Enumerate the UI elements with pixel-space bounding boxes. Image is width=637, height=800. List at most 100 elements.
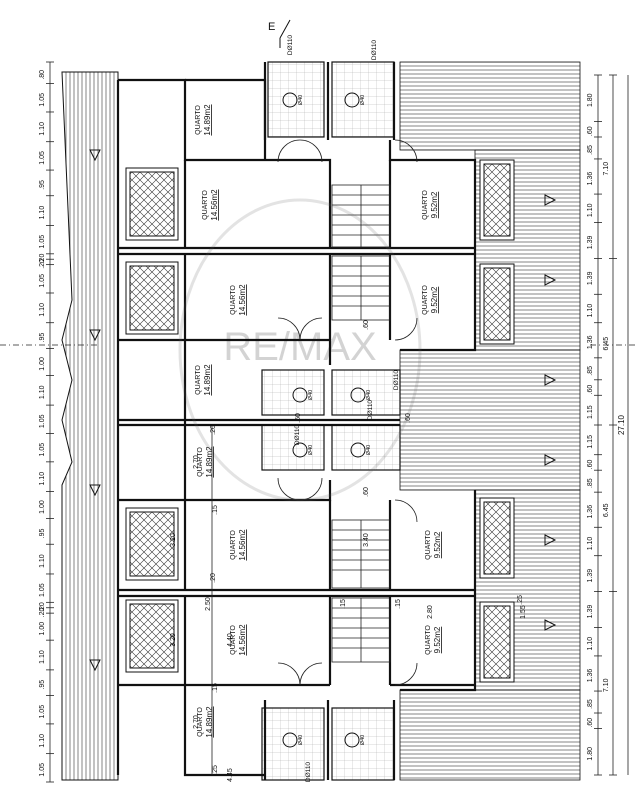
inner-dimension-label: .15 — [395, 599, 402, 609]
right-dimension-label: .60 — [587, 385, 594, 395]
watermark-text: RE/MAX — [223, 325, 376, 369]
pipe-label: DØ110 — [393, 370, 400, 390]
room-name: QUARTO — [197, 707, 204, 737]
left-dimension-label: .95 — [39, 680, 46, 690]
room-area: 14.56m2 — [238, 624, 247, 656]
left-dimension-label: 1.10 — [39, 650, 46, 664]
right-dimension-label: 1.36 — [587, 669, 594, 683]
inner-dimension-label: 2.70 — [193, 715, 200, 729]
right-dimension-label: 1.10 — [587, 304, 594, 318]
door-swings — [277, 139, 418, 686]
room-area: 9.52m2 — [430, 286, 439, 313]
right-dimension-label: 1.15 — [587, 435, 594, 449]
inner-dimension-label: 4.40 — [227, 633, 234, 647]
right-dimension-label: 1.15 — [587, 405, 594, 419]
inner-dimension-label: .20 — [210, 425, 217, 435]
inner-dimension-label: .15 — [212, 505, 219, 515]
right-dimension-label: .85 — [587, 366, 594, 376]
right-subtotal-dimension-label: 6.45 — [603, 337, 610, 351]
right-dimension-label: 1.39 — [587, 271, 594, 285]
section-arrow-icon — [279, 19, 291, 48]
right-dimension-label: 1.80 — [587, 747, 594, 761]
left-dimension-label: 1.10 — [39, 303, 46, 317]
room-name: QUARTO — [422, 190, 429, 220]
left-dimension-label: 1.10 — [39, 554, 46, 568]
right-dimension-label: .85 — [587, 699, 594, 709]
room-area: 9.52m2 — [433, 531, 442, 558]
room-name: QUARTO — [195, 105, 202, 135]
room-name: QUARTO — [425, 530, 432, 560]
left-dimension-label: 1.00 — [39, 357, 46, 371]
left-dimension-label: 1.10 — [39, 734, 46, 748]
right-dimension-label: 1.36 — [587, 172, 594, 186]
section-label: E — [268, 21, 275, 33]
pipe-label: DØ110 — [294, 425, 301, 445]
inner-dimension-label: 2.50 — [205, 597, 212, 611]
pipe-label: DØ110 — [305, 762, 312, 782]
inner-dimension-label: .60 — [405, 413, 412, 423]
left-dimension-label: 1.05 — [39, 151, 46, 165]
level-markers — [89, 149, 557, 672]
left-dimension-label: 1.05 — [39, 274, 46, 288]
sanitary-fixture-icon — [344, 732, 360, 748]
sanitary-fixture-icon — [350, 442, 366, 458]
right-subtotal-dimension-label: 6.45 — [603, 503, 610, 517]
left-dimension-label: 1.05 — [39, 414, 46, 428]
left-dimension-label: 1.10 — [39, 122, 46, 136]
right-dimension-label: 1.39 — [587, 605, 594, 619]
left-dimension-label: 1.00 — [39, 622, 46, 636]
planters — [125, 159, 515, 683]
left-dimension-label: .95 — [39, 333, 46, 343]
room-name: QUARTO — [195, 365, 202, 395]
left-dimension-label: 1.10 — [39, 472, 46, 486]
room-area: 9.52m2 — [433, 626, 442, 653]
left-dimension-label: 1.05 — [39, 583, 46, 597]
right-dimension-label: .85 — [587, 478, 594, 488]
room-name: QUARTO — [230, 530, 237, 560]
right-dimension-label: 1.80 — [587, 93, 594, 107]
left-dimension-label: 1.05 — [39, 235, 46, 249]
inner-dimension-label: .25 — [517, 595, 524, 605]
sanitary-fixture-icon — [344, 92, 360, 108]
left-dimension-label: .95 — [39, 180, 46, 190]
inner-dimension-label: 3.40 — [363, 533, 370, 547]
inner-dimension-label: 4.45 — [227, 768, 234, 782]
sanitary-fixture-icon — [282, 732, 298, 748]
left-dimension-label: 1.05 — [39, 443, 46, 457]
inner-dimension-label: .20 — [210, 573, 217, 583]
left-terrace-hatch — [61, 71, 119, 781]
right-subtotal-dimension-label: 7.10 — [603, 678, 610, 692]
room-area: 14.89m2 — [203, 104, 212, 136]
left-dimension-label: 1.10 — [39, 385, 46, 399]
inner-dimension-label: 3.20 — [170, 633, 177, 647]
sanitary-fixture-icon — [292, 387, 308, 403]
left-dimension-label: 1.00 — [39, 500, 46, 514]
room-name: QUARTO — [197, 447, 204, 477]
room-area: 14.56m2 — [210, 189, 219, 221]
fixture-label: Ø40 — [360, 735, 366, 745]
room-area: 9.52m2 — [430, 191, 439, 218]
inner-dimension-label: .60 — [363, 487, 370, 497]
left-dimension-label: 1.05 — [39, 93, 46, 107]
right-dimension-label: 1.39 — [587, 236, 594, 250]
sanitary-fixture-icon — [282, 92, 298, 108]
bathroom-tiles — [261, 61, 401, 781]
fixture-label: Ø40 — [308, 445, 314, 455]
inner-dimension-label: .15 — [212, 683, 219, 693]
fixture-label: Ø40 — [298, 735, 304, 745]
total-dimension-label: 27.10 — [617, 414, 626, 435]
fixture-label: Ø40 — [366, 445, 372, 455]
inner-dimension-label: .60 — [295, 413, 302, 423]
left-dimension-label: 1.05 — [39, 763, 46, 777]
fixture-label: Ø40 — [308, 390, 314, 400]
room-area: 14.56m2 — [238, 529, 247, 561]
right-subtotal-dimension-label: 7.10 — [603, 162, 610, 176]
right-dimension-label: 1.39 — [587, 569, 594, 583]
inner-dimension-label: .25 — [212, 765, 219, 775]
inner-dimension-label: 2.70 — [193, 455, 200, 469]
right-dimension-label: 1.10 — [587, 537, 594, 551]
fixture-label: Ø40 — [360, 95, 366, 105]
fixture-label: Ø40 — [298, 95, 304, 105]
